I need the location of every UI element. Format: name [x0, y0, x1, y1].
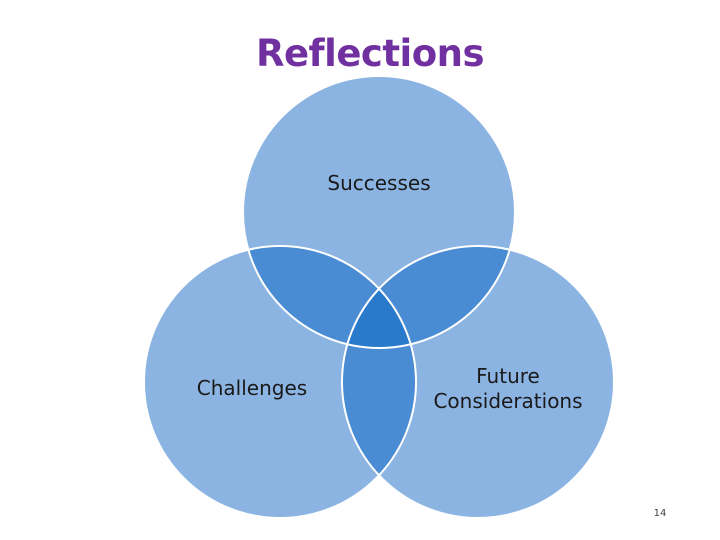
overlap-successes-challenges	[243, 246, 416, 348]
label-future-line-1: Future	[476, 364, 540, 388]
outline-challenges	[143, 245, 417, 519]
outline-future-considerations	[341, 245, 615, 519]
label-future-considerations: Future Considerations	[403, 364, 613, 414]
outline-successes	[242, 75, 516, 349]
overlap-successes-future	[342, 246, 515, 348]
label-future-line-2: Considerations	[433, 389, 583, 413]
slide-title: Reflections	[255, 32, 485, 75]
page-number: 14	[653, 508, 667, 519]
label-successes: Successes	[327, 171, 431, 195]
label-challenges: Challenges	[196, 376, 308, 400]
